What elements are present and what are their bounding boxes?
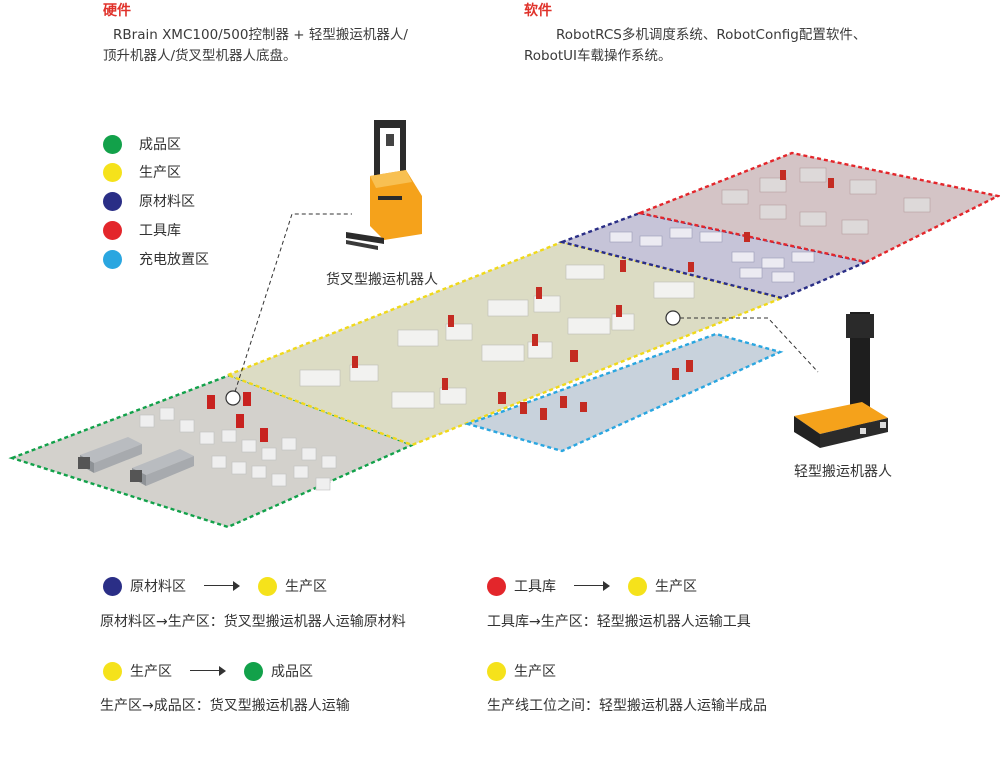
legend-dot-finished [103, 134, 122, 154]
flow-desc-production-internal: 生产线工位之间：轻型搬运机器人运输半成品 [487, 698, 767, 714]
light-robot-callout-label: 轻型搬运机器人 [794, 464, 892, 480]
truck-group [78, 437, 194, 486]
legend-dot-production [103, 162, 122, 182]
hardware-desc-line1: RBrain XMC100/500控制器 + 轻型搬运机器人/ [113, 27, 408, 43]
flow-dot-from [103, 661, 122, 681]
legend-item-tools: 工具库 [103, 220, 181, 240]
light-robot-marker [665, 310, 681, 326]
workstations [299, 260, 695, 409]
forklift-robots-finished [207, 392, 268, 442]
legend-item-raw: 原材料区 [103, 191, 195, 211]
software-title: 软件 [524, 3, 552, 19]
hardware-title: 硬件 [103, 3, 131, 19]
legend-dot-raw [103, 191, 122, 211]
zone-charging [464, 332, 784, 453]
flow-desc-raw-to-production: 原材料区→生产区：货叉型搬运机器人运输原材料 [100, 614, 406, 630]
tool-racks [721, 167, 931, 242]
flow-desc-tools-to-production: 工具库→生产区：轻型搬运机器人运输工具 [487, 614, 751, 630]
software-desc-line2: RobotUI车载操作系统。 [524, 48, 672, 64]
light-robot-leader-line [673, 317, 819, 373]
factory-floor-diagram: 货叉型搬运机器人 轻型搬运机器人 [8, 120, 1000, 529]
legend-item-production: 生产区 [103, 162, 181, 182]
flow-row-tools-to-production: 工具库 生产区 [487, 575, 697, 597]
legend-label: 充电放置区 [139, 252, 209, 268]
zone-tools [635, 151, 1000, 264]
hardware-desc-line2: 顶升机器人/货叉型机器人底盘。 [103, 48, 297, 64]
flow-to-label: 生产区 [285, 579, 327, 595]
zone-production [224, 240, 786, 447]
software-desc: RobotRCS多机调度系统、RobotConfig配置软件、 RobotUI车… [524, 25, 866, 67]
software-desc-line1: RobotRCS多机调度系统、RobotConfig配置软件、 [556, 27, 867, 43]
legend-label: 工具库 [139, 223, 181, 239]
raw-material-racks [609, 227, 815, 283]
flow-dot-from [103, 576, 122, 596]
legend-label: 原材料区 [139, 194, 195, 210]
flow-dot-to [258, 576, 277, 596]
legend-dot-charging [103, 249, 122, 269]
forklift-robot-image [346, 120, 422, 250]
flow-row-raw-to-production: 原材料区 生产区 [103, 575, 327, 597]
arrow-right-icon [574, 581, 610, 591]
flow-from-label: 工具库 [514, 579, 556, 595]
forklift-callout-label: 货叉型搬运机器人 [326, 271, 438, 288]
legend-label: 生产区 [139, 165, 181, 181]
flow-desc-production-to-finished: 生产区→成品区：货叉型搬运机器人运输 [100, 698, 350, 714]
flow-dot-to [244, 661, 263, 681]
charging-robots [520, 360, 693, 420]
flow-from-label: 原材料区 [130, 579, 186, 595]
legend-dot-tools [103, 220, 122, 240]
flow-dot-from [487, 661, 506, 681]
hardware-desc: RBrain XMC100/500控制器 + 轻型搬运机器人/ 顶升机器人/货叉… [103, 25, 408, 67]
legend-item-charging: 充电放置区 [103, 249, 209, 269]
pallet-stacks [139, 407, 337, 491]
forklift-marker [225, 390, 241, 406]
arrow-right-icon [204, 581, 240, 591]
flow-to-label: 成品区 [271, 664, 313, 680]
flow-row-production-to-finished: 生产区 成品区 [103, 660, 313, 682]
legend-item-finished: 成品区 [103, 134, 181, 154]
arrow-right-icon [190, 666, 226, 676]
flow-dot-to [628, 576, 647, 596]
forklift-leader-line [232, 213, 352, 399]
light-robot-image [794, 312, 888, 448]
flow-dot-from [487, 576, 506, 596]
flow-to-label: 生产区 [655, 579, 697, 595]
flow-from-label: 生产区 [130, 664, 172, 680]
flow-from-label: 生产区 [514, 664, 556, 680]
legend-label: 成品区 [139, 137, 181, 153]
flow-row-production-internal: 生产区 [487, 660, 556, 682]
